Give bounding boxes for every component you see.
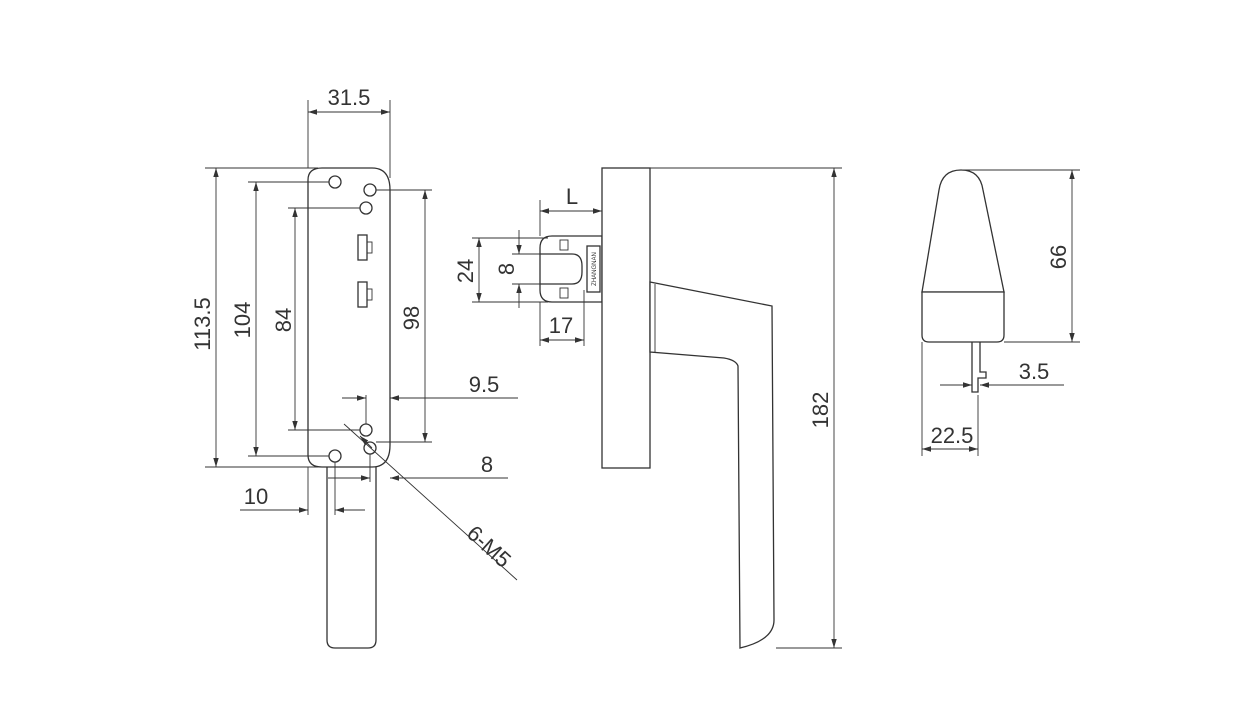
dim-8-spindle: 8 [494, 263, 519, 275]
dim-3-5: 3.5 [1019, 359, 1050, 384]
base-block [601, 167, 651, 469]
dim-31-5: 31.5 [328, 85, 371, 110]
dim-113-5: 113.5 [190, 297, 215, 350]
spindle-slot [540, 253, 583, 285]
dim-9-5: 9.5 [469, 372, 500, 397]
screw-hole [359, 201, 373, 215]
front-view: 31.5 113.5 104 84 98 9.5 8 [190, 85, 518, 649]
end-view: 66 3.5 22.5 [921, 169, 1080, 456]
side-view: ZHANGNAN L 24 8 17 182 [453, 167, 842, 649]
dim-l: L [566, 184, 578, 209]
screw-hole [328, 175, 342, 189]
handle-grip [326, 461, 377, 649]
marking-text: ZHANGNAN [592, 252, 598, 286]
thread-note-6-m5: 6-M5 [462, 520, 516, 572]
dim-104: 104 [230, 302, 255, 339]
screw-hole [363, 183, 377, 197]
dim-10: 10 [244, 484, 268, 509]
catch-slot [357, 234, 368, 261]
spindle-lug [559, 287, 569, 299]
dim-17: 17 [549, 313, 573, 338]
catch-slot [366, 241, 373, 254]
catch-slot [357, 281, 368, 308]
marking-block [586, 245, 601, 293]
dim-66: 66 [1046, 245, 1071, 269]
dim-8: 8 [481, 452, 493, 477]
handle-arm [649, 281, 775, 649]
screw-hole [328, 449, 342, 463]
cap-spindle [971, 342, 987, 393]
screw-hole [359, 423, 373, 437]
dim-98: 98 [399, 306, 424, 330]
dim-182: 182 [808, 392, 833, 429]
dim-84: 84 [271, 308, 296, 332]
spindle-lug [559, 239, 569, 251]
catch-slot [366, 288, 373, 301]
base-plate [307, 167, 391, 468]
dim-24: 24 [453, 259, 478, 283]
cap-top [921, 169, 1005, 293]
dim-22-5: 22.5 [931, 423, 974, 448]
cap-base [921, 291, 1005, 343]
